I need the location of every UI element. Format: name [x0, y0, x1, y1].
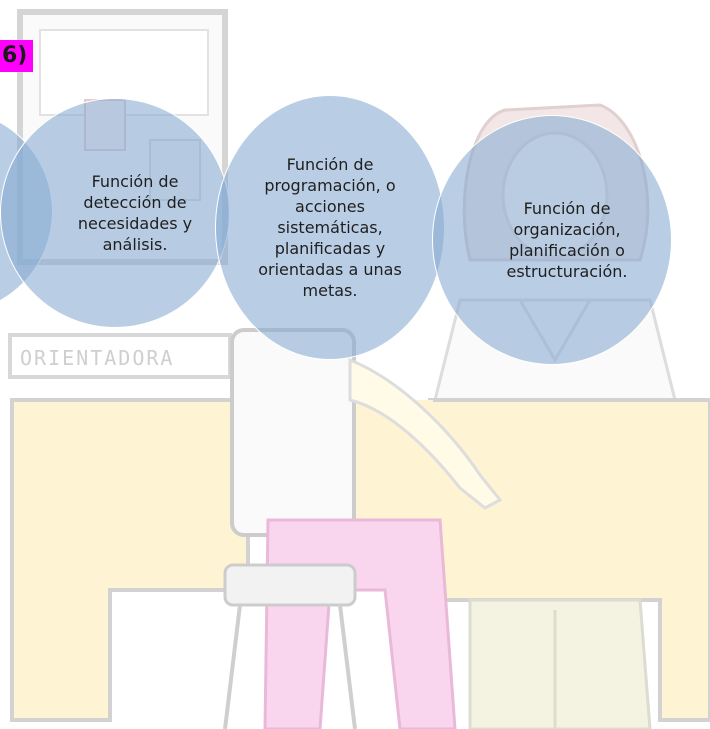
circle-organization-text: Función de organización, planificación o… — [506, 199, 628, 281]
circle-programming-text: Función de programación, o acciones sist… — [258, 155, 402, 300]
circle-detection: Función de detección de necesidades y an… — [0, 98, 230, 328]
header-tag: 6) — [0, 40, 34, 72]
counselor-legs — [468, 598, 652, 729]
chair-leg-left — [223, 604, 242, 729]
chair-back — [230, 328, 356, 537]
chair-leg-right — [338, 604, 357, 729]
nameplate — [8, 333, 232, 379]
circle-organization: Función de organización, planificación o… — [432, 115, 672, 365]
desk-top — [10, 398, 250, 722]
circle-detection-text: Función de detección de necesidades y an… — [77, 172, 193, 254]
chair-seat — [223, 563, 357, 607]
student-legs — [263, 518, 457, 729]
circle-programming: Función de programación, o acciones sist… — [215, 95, 445, 360]
student-arm — [348, 357, 503, 510]
nameplate-text: ORIENTADORA — [20, 346, 174, 370]
